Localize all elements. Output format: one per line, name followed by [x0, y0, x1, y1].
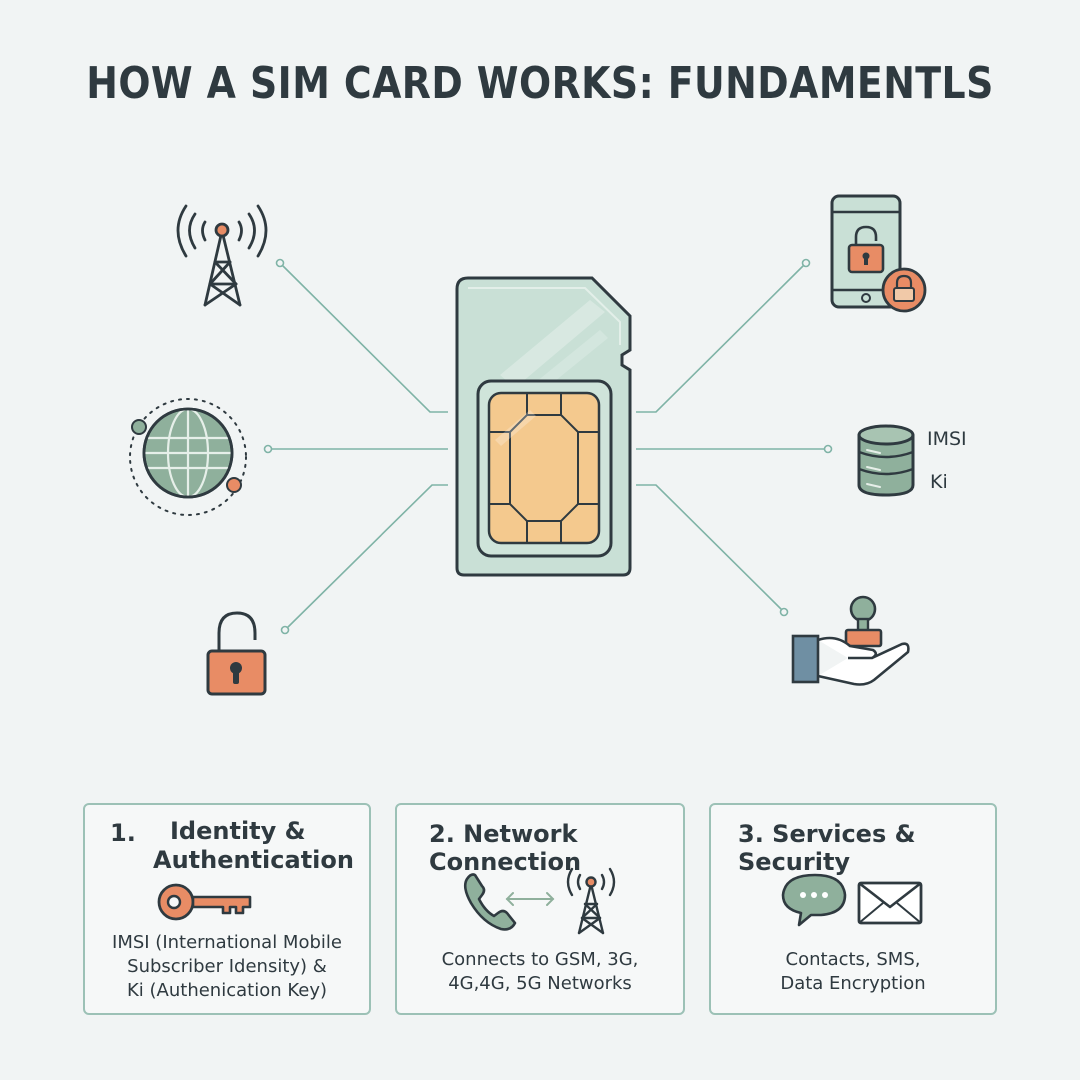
card-1-description: IMSI (International Mobile Subscriber Id… [112, 932, 342, 1001]
card-3-title: 3. Services & Security [738, 820, 916, 876]
connector-tower [279, 262, 448, 413]
card-2-description: Connects to GSM, 3G, 4G,4G, 5G Networks [441, 949, 639, 994]
globe-icon [129, 398, 247, 516]
sim-chip [487, 391, 601, 545]
ki-label: Ki [930, 471, 948, 493]
phone-icon [463, 873, 517, 931]
padlock-open-icon [206, 611, 267, 696]
sim-card [455, 276, 632, 577]
sim-diagram [129, 194, 927, 696]
connector-hand [636, 484, 785, 613]
key-icon [157, 883, 252, 921]
page-title: HOW A SIM CARD WORKS: FUNDAMENTLS [86, 58, 994, 109]
connector-padlock [284, 484, 448, 631]
card-services-security: 3. Services & Security Contacts, SMS, Da… [709, 803, 997, 1015]
database-icon [857, 424, 915, 497]
connector-phone [636, 262, 807, 413]
card-1-title: Identity & Authentication [153, 817, 354, 874]
card-2-icons [463, 867, 616, 935]
smartphone-lock-icon [830, 194, 927, 313]
card-1-number: 1. [110, 819, 136, 847]
cell-tower-icon [176, 204, 268, 307]
envelope-icon [857, 881, 923, 925]
card-3-description: Contacts, SMS, Data Encryption [780, 949, 926, 994]
cell-tower-icon [566, 867, 616, 935]
chat-bubble-icon [781, 873, 847, 927]
card-3-icons [781, 873, 923, 927]
imsi-label: IMSI [927, 428, 967, 450]
card-identity-authentication: 1. Identity & Authentication IMSI (Inter… [83, 803, 371, 1015]
hand-stamp-icon [791, 595, 910, 686]
card-2-title: 2. Network Connection [429, 820, 582, 876]
double-arrow-icon [505, 892, 555, 906]
connector-lines [268, 262, 828, 631]
card-network-connection: 2. Network Connection Connects to GSM, 3… [395, 803, 685, 1015]
